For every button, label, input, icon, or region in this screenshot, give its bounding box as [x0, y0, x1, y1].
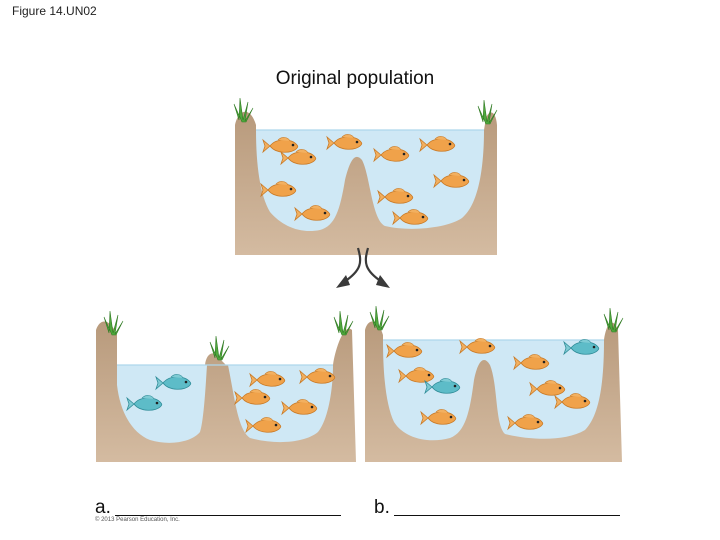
answer-b-blank[interactable]	[394, 515, 620, 516]
pond-a	[96, 311, 356, 462]
answer-b-label: b.	[374, 497, 390, 519]
answer-a-label: a.	[95, 497, 111, 519]
copyright: © 2013 Pearson Education, Inc.	[95, 517, 180, 523]
answer-a-blank[interactable]	[115, 515, 341, 516]
original-pond	[234, 98, 497, 255]
answer-b: b.	[374, 497, 620, 519]
answer-a: a.	[95, 497, 341, 519]
pond-b	[365, 306, 623, 462]
